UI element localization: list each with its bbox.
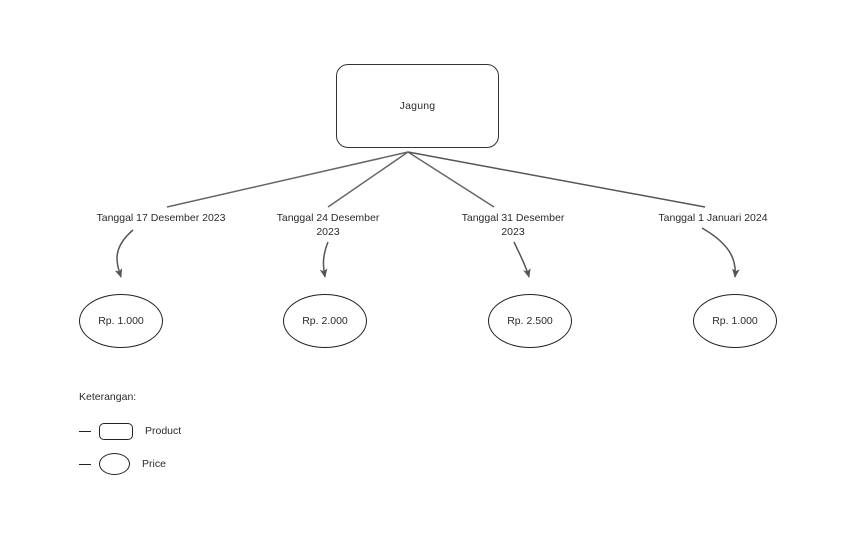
edge-label-3: Tanggal 1 Januari 2024 (658, 212, 768, 224)
product-node-label: Jagung (399, 100, 436, 112)
edge-label-1: Tanggal 24 Desember 2023 (276, 212, 380, 238)
legend-item-label: Price (142, 458, 166, 470)
edge-label-2: Tanggal 31 Desember 2023 (461, 212, 565, 238)
price-node-1[interactable]: Rp. 2.000 (283, 294, 367, 348)
dash-icon (79, 463, 91, 465)
legend-title: Keterangan: (79, 391, 137, 403)
edge-line-2 (407, 151, 495, 208)
price-node-label: Rp. 1.000 (98, 315, 144, 327)
price-node-label: Rp. 1.000 (712, 315, 758, 327)
edge-label-0: Tanggal 17 Desember 2023 (96, 212, 226, 224)
edge-line-1 (327, 151, 409, 208)
product-node-jagung[interactable]: Jagung (336, 64, 499, 148)
edge-arrow-3 (701, 227, 740, 278)
dash-icon (79, 430, 91, 432)
legend-item-price: Price (79, 453, 181, 475)
legend-item-label: Product (145, 425, 182, 437)
legend-item-product: Product (79, 420, 181, 442)
price-node-2[interactable]: Rp. 2.500 (488, 294, 572, 348)
edge-line-0 (166, 151, 409, 208)
rounded-rectangle-icon (99, 422, 133, 440)
price-node-3[interactable]: Rp. 1.000 (693, 294, 777, 348)
edge-arrow-2 (513, 241, 531, 278)
legend: Keterangan: Product Price (79, 391, 181, 486)
price-node-label: Rp. 2.500 (507, 315, 553, 327)
price-node-label: Rp. 2.000 (302, 315, 348, 327)
ellipse-icon (99, 453, 130, 475)
price-node-0[interactable]: Rp. 1.000 (79, 294, 163, 348)
edge-line-3 (407, 151, 706, 208)
edge-arrow-0 (114, 229, 134, 278)
edge-arrow-1 (319, 241, 329, 278)
